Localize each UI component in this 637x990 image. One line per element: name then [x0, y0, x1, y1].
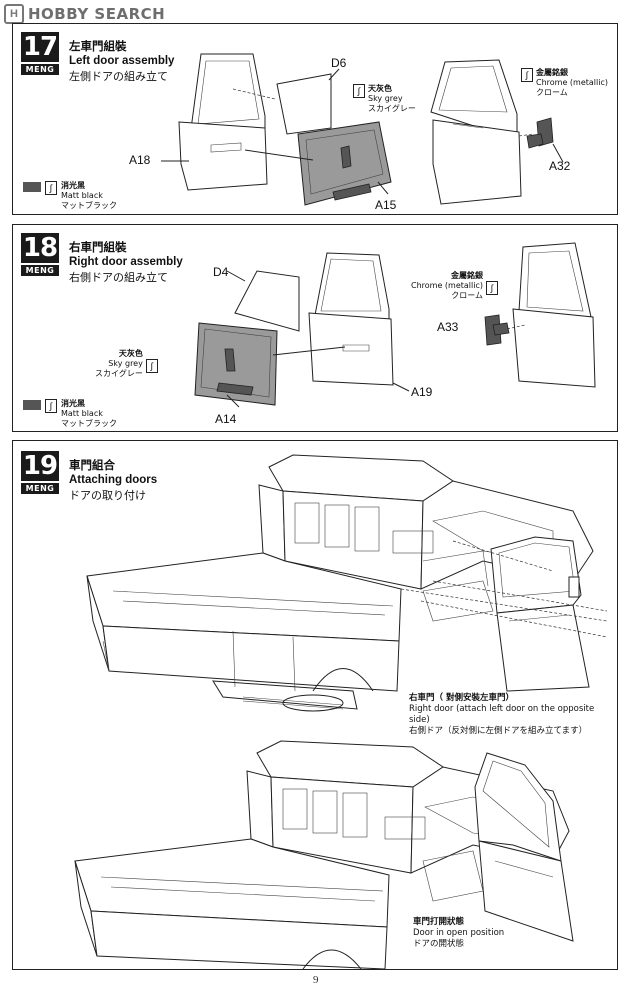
part-label: A18 [129, 153, 151, 167]
paint-cn: 天灰色 [368, 84, 392, 93]
paint-cn: 天灰色 [118, 349, 143, 358]
watermark-text: HOBBY SEARCH [28, 5, 166, 23]
paint-cn: 消光黑 [61, 399, 85, 408]
paint-jp: マットブラック [61, 419, 117, 428]
part-label: A15 [375, 198, 397, 212]
paint-jp: スカイグレー [368, 104, 416, 113]
step-title: 右車門組裝 Right door assembly 右側ドアの組み立て [69, 240, 183, 285]
paint-callout: ∫ 天灰色 Sky grey スカイグレー [353, 84, 416, 114]
title-cn: 車門組合 [69, 458, 115, 472]
step-title: 車門組合 Attaching doors ドアの取り付け [69, 458, 157, 503]
title-cn: 右車門組裝 [69, 240, 127, 254]
step-number: 17 [21, 32, 59, 62]
paint-jp: マットブラック [61, 201, 117, 210]
meng-logo: MENG [21, 483, 59, 494]
truck-illustration [74, 454, 608, 970]
step-19-panel: 19 MENG 車門組合 Attaching doors ドアの取り付け [12, 440, 618, 970]
paint-cn: 消光黑 [61, 181, 85, 190]
paint-en: Matt black [61, 191, 103, 200]
step-title: 左車門組裝 Left door assembly 左側ドアの組み立て [69, 39, 174, 84]
paint-jp: クローム [451, 291, 483, 300]
part-label: A14 [215, 412, 237, 426]
paint-legend: ∫ 消光黑 Matt black マットブラック [23, 399, 117, 429]
step-badge: 19 MENG [21, 451, 59, 494]
page-number: 9 [313, 974, 319, 986]
paint-en: Sky grey [108, 359, 143, 368]
paint-en: Chrome (metallic) [411, 281, 483, 290]
step-number: 19 [21, 451, 59, 481]
title-jp: 右側ドアの組み立て [69, 271, 168, 284]
left-door-illustration [161, 53, 564, 206]
step-17-panel: 17 MENG 左車門組裝 Left door assembly 左側ドアの組み… [12, 23, 618, 215]
matt-black-swatch [23, 400, 41, 410]
paint-brush-icon: ∫ [145, 359, 158, 373]
right-door-illustration [194, 242, 596, 408]
paint-callout: 天灰色 Sky grey スカイグレー ∫ [95, 349, 158, 379]
meng-logo: MENG [21, 265, 59, 276]
paint-brush-icon: ∫ [353, 84, 365, 98]
caption-cn: 右車門（ 對側安裝左車門） [409, 693, 514, 703]
caption-jp: 右側ドア（反対側に左側ドアを組み立てます） [409, 726, 588, 736]
part-label: D4 [213, 265, 229, 279]
paint-brush-icon: ∫ [45, 181, 57, 195]
paint-cn: 金屬銘銀 [450, 271, 483, 280]
step-badge: 17 MENG [21, 32, 59, 75]
hobby-search-logo-icon: H [4, 4, 24, 24]
paint-callout: ∫ 金屬銘銀 Chrome (metallic) クローム [521, 68, 608, 98]
part-label: D6 [331, 56, 347, 70]
paint-brush-icon: ∫ [485, 281, 498, 295]
step-number: 18 [21, 233, 59, 263]
part-label: A32 [549, 159, 571, 173]
caption-door-open: 車門打開狀態 Door in open position ドアの開状態 [413, 917, 504, 950]
caption-en: Right door (attach left door on the oppo… [409, 704, 595, 725]
watermark: H HOBBY SEARCH [4, 3, 165, 25]
step-badge: 18 MENG [21, 233, 59, 276]
part-label: A33 [437, 320, 459, 334]
caption-jp: ドアの開状態 [413, 939, 465, 949]
paint-brush-icon: ∫ [45, 399, 57, 413]
paint-brush-icon: ∫ [521, 68, 533, 82]
title-cn: 左車門組裝 [69, 39, 127, 53]
paint-en: Matt black [61, 409, 103, 418]
paint-en: Sky grey [368, 94, 403, 103]
title-en: Left door assembly [69, 55, 175, 67]
title-jp: ドアの取り付け [69, 489, 146, 502]
caption-right-door: 右車門（ 對側安裝左車門） Right door (attach left do… [409, 693, 617, 737]
matt-black-swatch [23, 182, 41, 192]
paint-en: Chrome (metallic) [536, 78, 608, 87]
caption-cn: 車門打開狀態 [413, 917, 465, 927]
paint-callout: 金屬銘銀 Chrome (metallic) クローム ∫ [411, 271, 498, 301]
paint-jp: クローム [536, 88, 568, 97]
part-label: A19 [411, 385, 433, 399]
paint-jp: スカイグレー [95, 369, 143, 378]
title-jp: 左側ドアの組み立て [69, 70, 168, 83]
meng-logo: MENG [21, 64, 59, 75]
title-en: Right door assembly [69, 256, 183, 268]
paint-legend: ∫ 消光黑 Matt black マットブラック [23, 181, 117, 211]
paint-cn: 金屬銘銀 [536, 68, 568, 77]
caption-en: Door in open position [413, 928, 505, 938]
title-en: Attaching doors [69, 474, 158, 486]
step-18-panel: 18 MENG 右車門組裝 Right door assembly 右側ドアの組… [12, 224, 618, 432]
